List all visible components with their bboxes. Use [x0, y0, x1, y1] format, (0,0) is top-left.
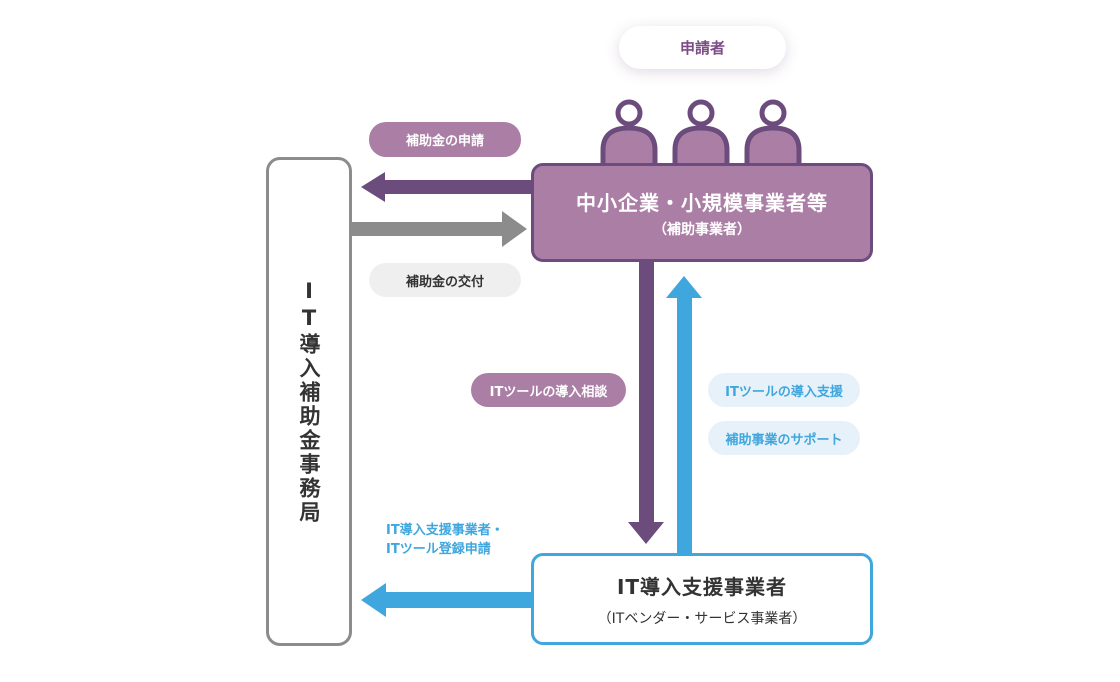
tool-support-label: ITツールの導入支援 [708, 373, 860, 407]
vendor-box: IT導入支援事業者 （ITベンダー・サービス事業者） [531, 553, 873, 645]
subsidy-application-label: 補助金の申請 [369, 122, 521, 157]
grant-arrow [352, 211, 527, 247]
project-support-label: 補助事業のサポート [708, 421, 860, 455]
sme-subtitle: （補助事業者） [653, 221, 751, 238]
person-icon [744, 99, 802, 175]
person-icon [672, 99, 730, 175]
consultation-arrow [628, 262, 664, 544]
person-icon [600, 99, 658, 175]
vendor-subtitle: （ITベンダー・サービス事業者） [597, 610, 807, 627]
subsidy-grant-label: 補助金の交付 [369, 263, 521, 297]
applicant-label: 申請者 [619, 26, 786, 69]
sme-box: 中小企業・小規模事業者等 （補助事業者） [531, 163, 873, 262]
registration-label-line2: ITツール登録申請 [386, 542, 491, 557]
registration-arrow [361, 583, 531, 617]
support-arrow [666, 276, 702, 553]
vendor-title: IT導入支援事業者 [616, 574, 788, 599]
registration-label: IT導入支援事業者・ ITツール登録申請 [386, 521, 526, 559]
sme-title: 中小企業・小規模事業者等 [576, 190, 828, 215]
secretariat-title: IT導入補助金事務局 [297, 278, 321, 525]
application-arrow [361, 172, 532, 202]
tool-consultation-label: ITツールの導入相談 [471, 373, 626, 407]
secretariat-box: IT導入補助金事務局 [266, 157, 352, 646]
registration-label-line1: IT導入支援事業者・ [386, 523, 504, 538]
